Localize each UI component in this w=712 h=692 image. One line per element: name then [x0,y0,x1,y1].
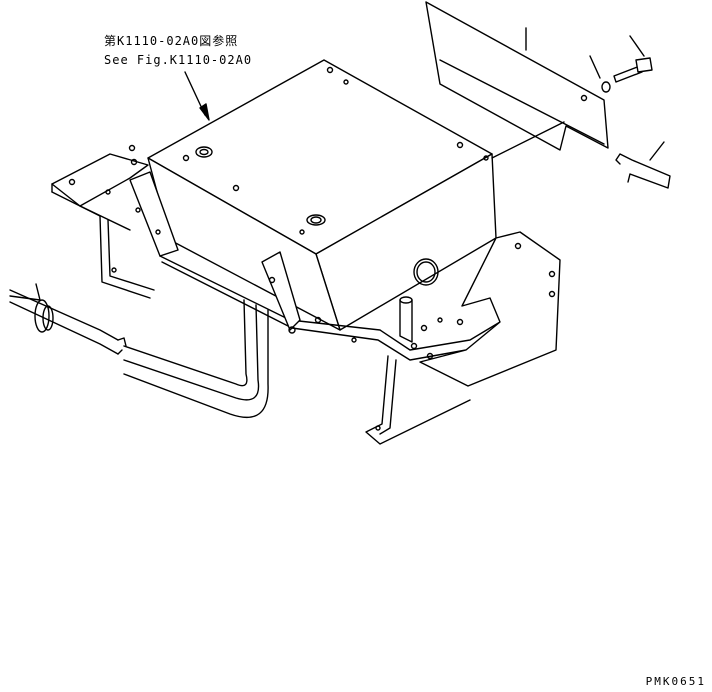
console-box [147,59,497,331]
drawing-code: PMK0651 [645,675,706,688]
reference-leader-arrow [184,71,210,121]
washer [589,55,611,93]
pin [615,141,671,189]
reference-english: See Fig.K1110-02A0 [104,53,253,67]
reference-japanese: 第K1110-02A0図参照 [104,34,239,48]
cover-plate [425,1,609,159]
bolt [613,35,653,83]
left-bracket [51,144,179,299]
base-frame [159,231,561,445]
cable-assembly [9,283,269,419]
